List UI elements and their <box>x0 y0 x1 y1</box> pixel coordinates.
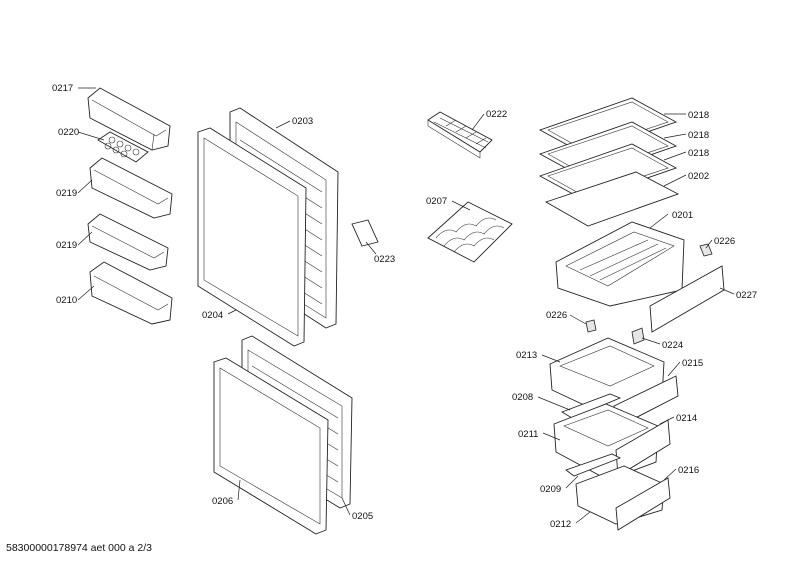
door-shelf-0210 <box>89 261 173 325</box>
label-0223: 0223 <box>374 254 395 265</box>
label-0220: 0220 <box>58 127 79 138</box>
label-0206: 0206 <box>212 496 233 507</box>
label-0214: 0214 <box>676 413 697 424</box>
label-0207: 0207 <box>426 196 447 207</box>
door-shelf-0219-upper <box>89 157 173 219</box>
label-0209: 0209 <box>540 484 561 495</box>
label-0219-a: 0219 <box>56 188 77 199</box>
ice-tray-0222 <box>427 111 493 159</box>
label-card-0223 <box>351 219 379 247</box>
part-labels: 0217 0220 0219 0219 0210 0203 0204 0223 … <box>52 83 757 530</box>
label-0227: 0227 <box>736 290 757 301</box>
label-0218-a: 0218 <box>688 110 709 121</box>
divider-0208 <box>560 393 622 419</box>
label-0218-c: 0218 <box>688 148 709 159</box>
clip-0226-upper <box>699 243 713 257</box>
divider-0209 <box>565 453 622 477</box>
label-0212: 0212 <box>550 519 571 530</box>
label-0222: 0222 <box>486 109 507 120</box>
label-0202: 0202 <box>688 171 709 182</box>
label-0203: 0203 <box>292 116 313 127</box>
drawer-front-0216 <box>615 477 671 531</box>
label-0210: 0210 <box>56 295 77 306</box>
label-0219-b: 0219 <box>56 240 77 251</box>
bottle-rack-0207 <box>427 201 513 263</box>
drawer-front-0214 <box>615 419 671 477</box>
door-shelf-0219-lower <box>87 213 169 271</box>
label-0201: 0201 <box>672 210 693 221</box>
label-0211: 0211 <box>518 429 538 440</box>
egg-tray-0220 <box>97 131 149 163</box>
hinge-0224 <box>631 327 645 345</box>
label-0226-a: 0226 <box>714 236 735 247</box>
glass-plate-0202 <box>544 171 680 227</box>
leader-lines <box>77 87 735 524</box>
label-0205: 0205 <box>352 511 373 522</box>
label-0204: 0204 <box>202 310 223 321</box>
label-0216: 0216 <box>678 465 699 476</box>
glass-shelf-0218-c <box>538 143 678 201</box>
door-shelf-0217 <box>87 87 171 151</box>
label-0224: 0224 <box>662 340 683 351</box>
label-0208: 0208 <box>512 392 533 403</box>
document-id-footer: 58300000178974 aet 000 a 2/3 <box>6 542 152 554</box>
label-0218-b: 0218 <box>688 130 709 141</box>
label-0213: 0213 <box>516 350 537 361</box>
crisper-drawer-0201 <box>555 221 685 307</box>
label-0215: 0215 <box>682 358 703 369</box>
door-seal-0204 <box>197 127 307 347</box>
clip-0226-lower <box>585 319 597 333</box>
label-0226-b: 0226 <box>546 310 567 321</box>
label-0217: 0217 <box>52 83 73 94</box>
door-seal-0206 <box>213 357 329 535</box>
